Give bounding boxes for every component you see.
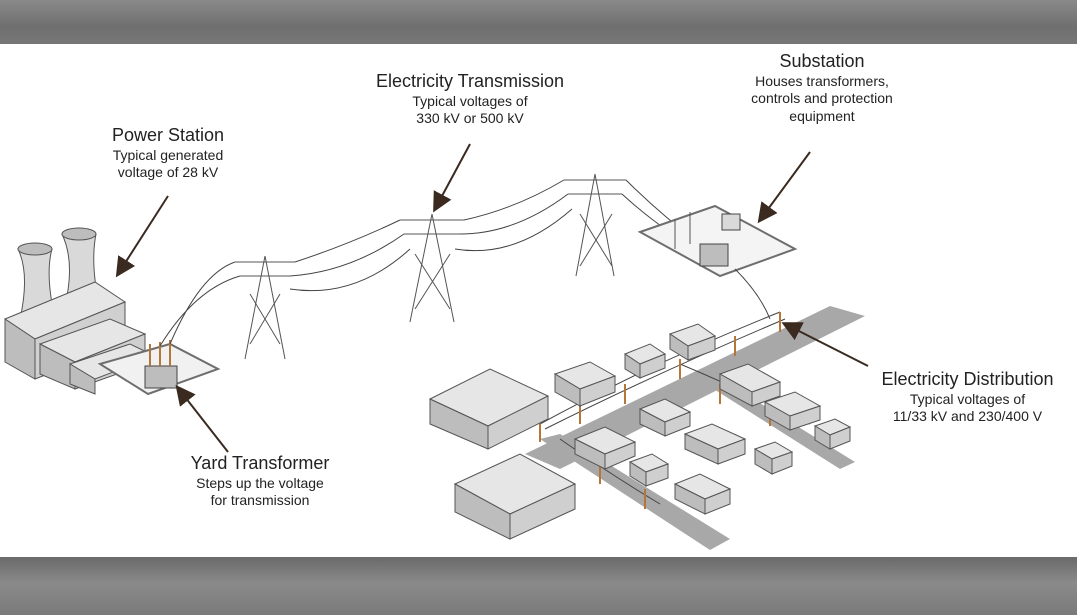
diagram-panel: Power Station Typical generated voltage … (0, 44, 1077, 557)
transmission-desc: Typical voltages of 330 kV or 500 kV (412, 92, 528, 127)
substation-arrow (757, 151, 811, 224)
distribution-label: Electricity Distribution Typical voltage… (860, 368, 1075, 426)
substation-label: Substation Houses transformers, controls… (722, 50, 922, 125)
side-road (540, 434, 730, 550)
house-11 (628, 453, 670, 487)
transmission-towers (235, 173, 626, 360)
house-5 (763, 391, 822, 431)
tower-2 (400, 213, 464, 323)
power-station (3, 227, 157, 395)
transmission-label: Electricity Transmission Typical voltage… (355, 70, 585, 128)
yard-transformer-arrow (175, 384, 229, 453)
power-station-desc: Typical generated voltage of 28 kV (112, 146, 224, 181)
house-7 (638, 398, 692, 437)
top-letterbox-band (0, 0, 1077, 44)
house-9 (753, 441, 794, 475)
tower-1 (235, 255, 295, 360)
house-6 (813, 418, 852, 450)
transmission-lines (159, 179, 706, 347)
house-12 (673, 473, 732, 515)
yard-transformer-title: Yard Transformer (190, 453, 330, 473)
house-8 (683, 423, 747, 465)
distribution-poles (539, 312, 781, 509)
distribution-desc: Typical voltages of 11/33 kV and 230/400… (892, 390, 1043, 425)
bottom-letterbox-band (0, 557, 1077, 615)
house-10 (573, 426, 637, 470)
substation-title: Substation (779, 51, 865, 71)
substation (637, 204, 798, 278)
house-2 (623, 343, 667, 379)
factory-upper (428, 368, 550, 450)
yard-transformer-desc: Steps up the voltage for transmission (196, 474, 324, 509)
power-station-arrow (115, 195, 169, 278)
tower-3 (564, 173, 626, 277)
power-station-title: Power Station (111, 125, 225, 145)
yard-transformer-label: Yard Transformer Steps up the voltage fo… (170, 452, 350, 510)
house-3 (668, 323, 717, 361)
house-1 (553, 361, 617, 407)
power-grid-illustration (3, 143, 869, 550)
distribution-title: Electricity Distribution (881, 369, 1054, 389)
pointer-arrows (115, 143, 869, 453)
buildings (428, 323, 852, 540)
power-station-label: Power Station Typical generated voltage … (88, 124, 248, 182)
main-road (525, 306, 865, 469)
transmission-title: Electricity Transmission (375, 71, 565, 91)
substation-desc: Houses transformers, controls and protec… (751, 72, 893, 124)
transmission-arrow (433, 143, 471, 213)
distribution-arrow (781, 322, 869, 367)
house-4 (718, 363, 782, 407)
factory-lower (453, 453, 577, 540)
